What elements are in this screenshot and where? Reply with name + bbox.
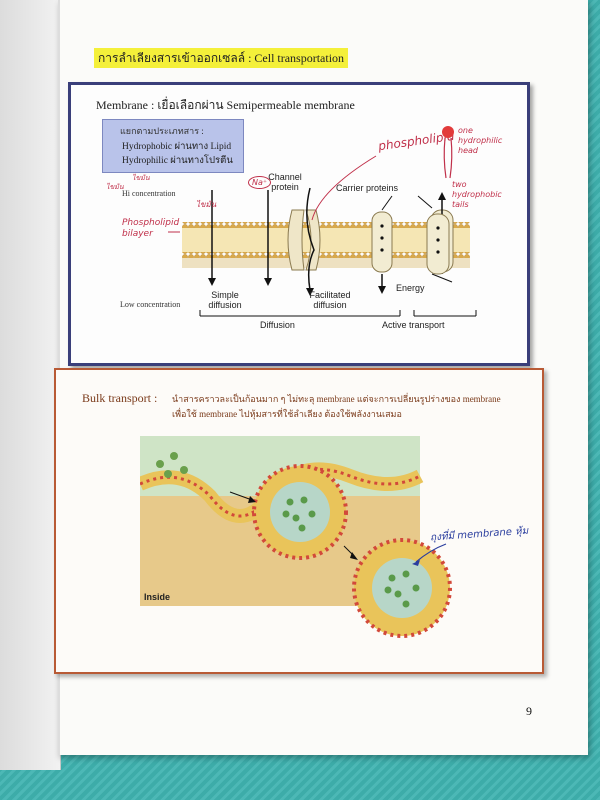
phospholipid-sketch: [442, 126, 454, 179]
simple-diffusion-label: Simple diffusion: [208, 290, 242, 310]
energy-label: Energy: [396, 283, 425, 293]
handwriting-fat-left-2: ไขมัน: [106, 183, 124, 191]
handwriting-fat-arrow: ไขมัน: [196, 200, 217, 209]
diffusion-label: Diffusion: [260, 320, 295, 330]
bilayer-top-heads: [182, 222, 470, 228]
bilayer-body: [182, 227, 470, 253]
page-title: การลำเลียงสารเข้าออกเซลล์ : Cell transpo…: [94, 48, 349, 68]
page-number: 9: [526, 704, 532, 718]
facilitated-diffusion-label: Facilitated diffusion: [309, 290, 351, 310]
handwriting-na: Na⁺: [248, 176, 272, 189]
legend-line-hydrophilic: Hydrophilic ผ่านทางโปรตีน: [122, 156, 233, 166]
membrane-diagram: [182, 187, 477, 317]
membrane-panel-title: Membrane : เยื่อเลือกผ่าน Semipermeable …: [96, 98, 355, 112]
hi-concentration-label: Hi concentration: [122, 189, 176, 198]
handwriting-bilayer: Phospholipid bilayer: [122, 218, 180, 239]
carrier-protein-3-diagram: [426, 213, 450, 275]
endocytosis-diagram: [140, 436, 452, 638]
previous-page-edge: [0, 0, 61, 770]
legend-box: [102, 119, 244, 173]
handwriting-two-tails: two hydrophobic tails: [452, 180, 502, 209]
handwriting-one-head: one hydrophilic head: [458, 126, 503, 155]
bulk-transport-title: Bulk transport :: [82, 391, 158, 405]
low-concentration-label: Low concentration: [120, 300, 181, 309]
channel-protein-label: Channel protein: [268, 172, 302, 192]
bulk-desc-line-1: นำสารคราวละเป็นก้อนมาก ๆ ไม่ทะลุ membran…: [172, 394, 501, 404]
vesicle-annotation-arrow: [412, 543, 447, 566]
legend-line-hydrophobic: Hydrophobic ผ่านทาง Lipid: [122, 142, 232, 152]
channel-protein-shape: [287, 209, 305, 271]
legend-heading: แยกตามประเภทสาร :: [120, 126, 204, 136]
document-page: การลำเลียงสารเข้าออกเซลล์ : Cell transpo…: [54, 0, 588, 755]
bilayer-bottom-heads: [182, 252, 470, 258]
carrier-protein-1: [371, 211, 393, 273]
annotation-arrows: [168, 155, 377, 233]
bulk-desc-line-2: เพื่อใช้ membrane ไปหุ้มสารที่ใช้ลำเลียง…: [172, 409, 402, 419]
inside-label: Inside: [144, 592, 171, 602]
active-transport-label: Active transport: [382, 320, 445, 330]
handwriting-fat-left: ไขมัน: [132, 174, 150, 182]
carrier-proteins-label: Carrier proteins: [336, 183, 399, 193]
